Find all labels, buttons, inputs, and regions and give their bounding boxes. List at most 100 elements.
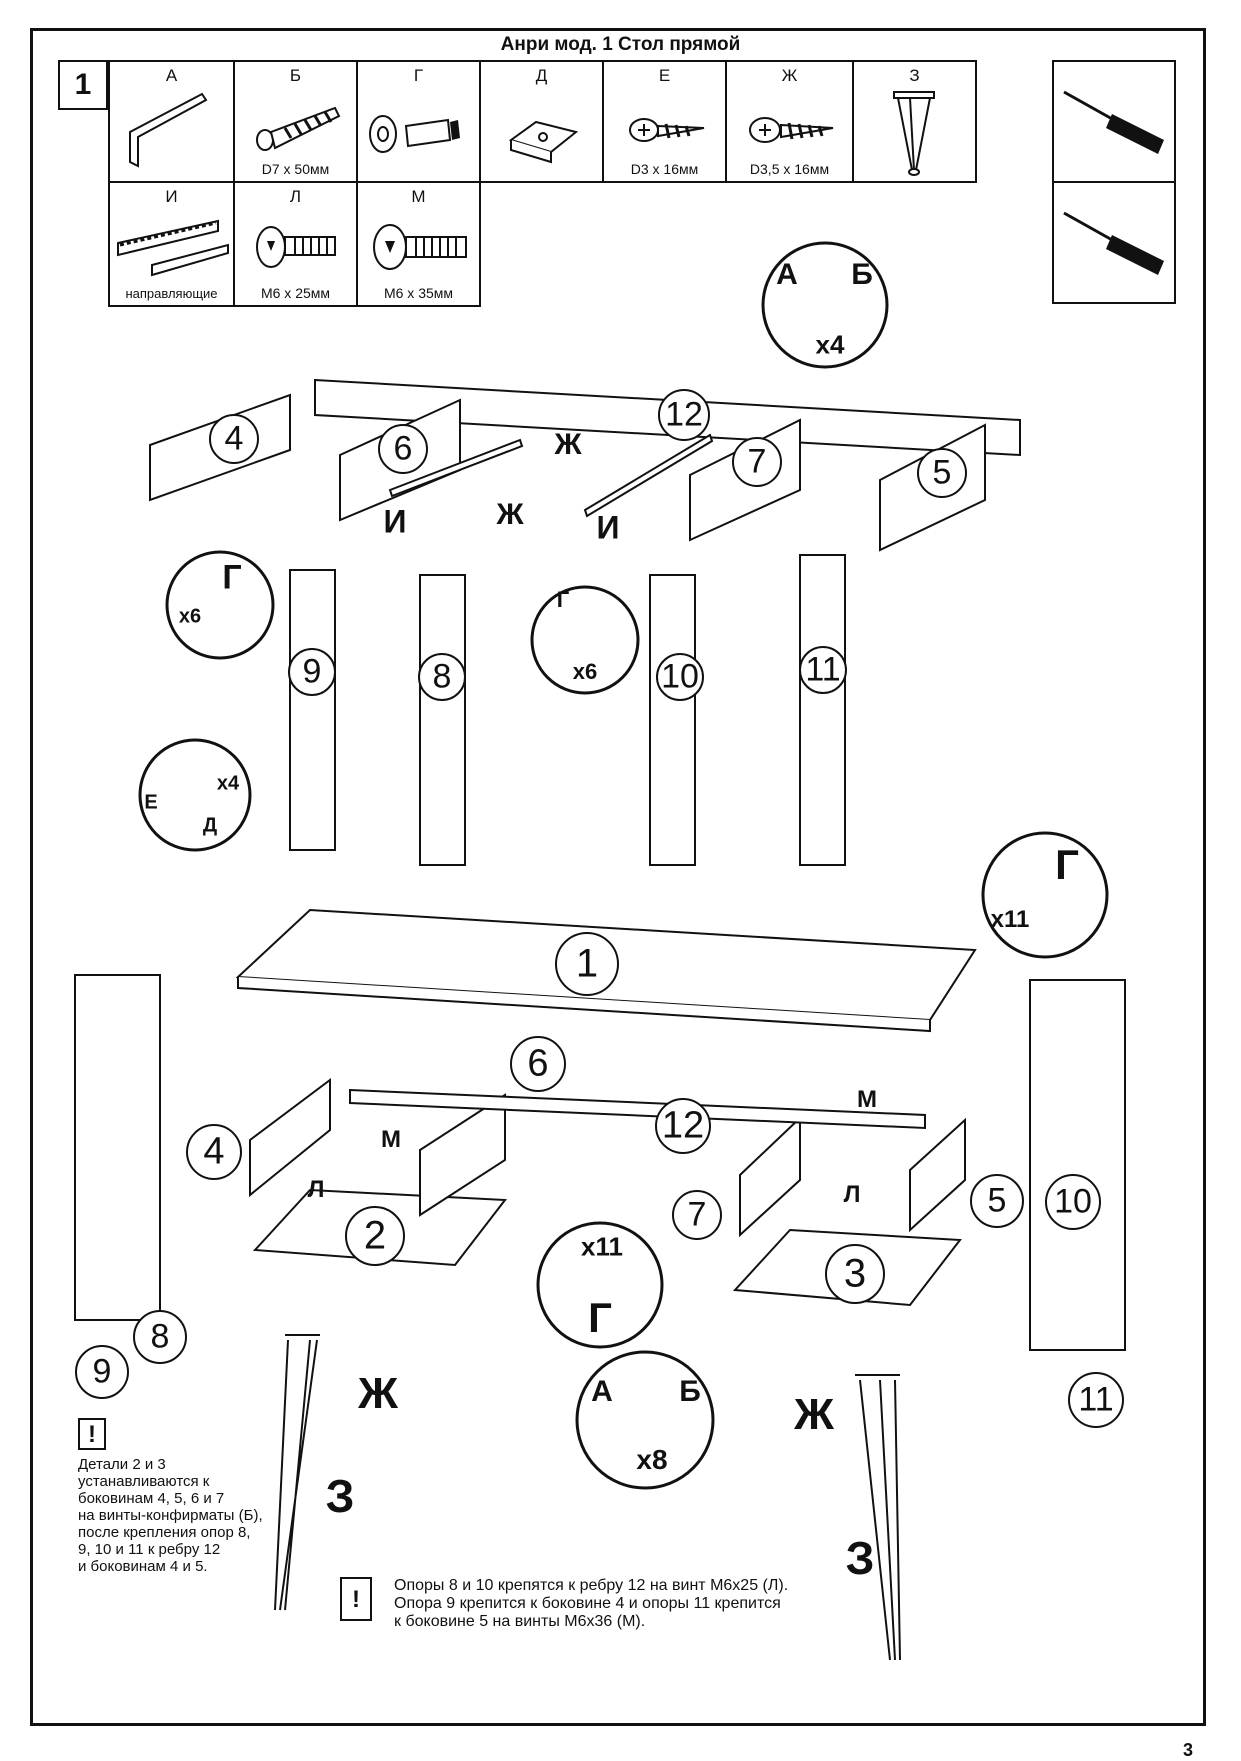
part-number-circle: 8 [133, 1310, 187, 1364]
part-letter: Г [413, 66, 424, 85]
part-number: 2 [363, 1213, 387, 1258]
part-number-circle: 1 [555, 932, 619, 996]
part-letter: Ж [781, 66, 798, 85]
part-number-circle: 7 [672, 1190, 722, 1240]
fastener-label: Ж [358, 1369, 398, 1418]
part-letter: Б [289, 66, 302, 85]
note-line: после крепления опор 8, [78, 1524, 251, 1541]
part-number-circle: 11 [1068, 1372, 1124, 1428]
part-cell-m: М M6 x 35мм [356, 181, 481, 307]
part-number-circle: 12 [655, 1098, 711, 1154]
callout-label-d: Д [202, 814, 218, 837]
warning-icon: ! [78, 1418, 106, 1450]
part-spec: D7 x 50мм [261, 161, 330, 177]
fastener-label: Ж [554, 428, 582, 461]
confirmat-screw-icon [256, 106, 341, 151]
page-title: Анри мод. 1 Стол прямой [500, 34, 741, 55]
screwdriver-cross-icon [1063, 90, 1164, 154]
note-line: на винты-конфирматы (Б), [78, 1507, 263, 1524]
part-number-circle: 5 [970, 1174, 1024, 1228]
callout-qty: x4 [216, 772, 240, 795]
part-cell-zh: Ж D3,5 x 16мм [725, 60, 854, 183]
part-number-circle: 9 [288, 648, 336, 696]
eccentric-connector-icon [369, 115, 460, 153]
part-spec: D3 x 16мм [630, 161, 699, 177]
part-number-circle: 4 [209, 414, 259, 464]
callout-label-a: А [776, 258, 798, 291]
part-number-circle: 4 [186, 1124, 242, 1180]
fastener-label: М [857, 1086, 877, 1113]
bolt-m6x35-icon [373, 224, 467, 270]
note-left: Детали 2 и 3 устанавливаются к боковинам… [78, 1456, 288, 1575]
part-number-circle: 7 [732, 437, 782, 487]
callout-qty: x11 [581, 1231, 623, 1262]
corner-bracket-icon [508, 120, 579, 164]
note-line: к боковине 5 на винты M6x36 (М). [394, 1613, 646, 1630]
part-number: 9 [302, 652, 322, 691]
part-letter: З [909, 66, 920, 85]
fastener-label: И [383, 503, 407, 540]
part-number: 6 [527, 1042, 549, 1085]
part-number: 9 [92, 1352, 112, 1391]
screwdriver-flat-icon [1063, 211, 1164, 275]
part-letter: И [165, 187, 178, 206]
fastener-label: З [325, 1470, 355, 1522]
page-number: 3 [1182, 1740, 1193, 1760]
part-number: 5 [987, 1181, 1007, 1220]
warning-icon: ! [340, 1577, 372, 1621]
page-frame [30, 28, 1206, 1726]
callout-label-a: А [591, 1375, 613, 1408]
part-number: 4 [224, 419, 244, 458]
note-line: устанавливаются к [78, 1473, 210, 1490]
part-number: 10 [1054, 1182, 1092, 1221]
part-letter: Е [658, 66, 671, 85]
fastener-label: Ж [496, 498, 524, 531]
part-number: 8 [432, 657, 452, 696]
part-number-circle: 3 [825, 1244, 885, 1304]
callout-label-b: Б [851, 258, 873, 291]
hairpin-leg-icon [893, 91, 935, 176]
part-spec: M6 x 25мм [260, 285, 331, 301]
allen-key-icon [129, 92, 208, 168]
part-letter: Д [535, 66, 548, 85]
note-bottom: Опоры 8 и 10 крепятся к ребру 12 на винт… [394, 1577, 864, 1631]
part-cell-i: И направляющие [108, 181, 235, 307]
fastener-label: Л [307, 1176, 325, 1203]
part-number: 10 [661, 657, 699, 696]
part-number-circle: 11 [799, 646, 847, 694]
note-line: боковинам 4, 5, 6 и 7 [78, 1490, 225, 1507]
part-number: 8 [150, 1317, 170, 1356]
fastener-label: Ж [794, 1390, 834, 1439]
note-line: Детали 2 и 3 [78, 1456, 166, 1473]
part-number-circle: 10 [1045, 1174, 1101, 1230]
part-number-circle: 12 [658, 389, 710, 441]
note-line: Опоры 8 и 10 крепятся к ребру 12 на винт… [394, 1577, 789, 1594]
part-number: 1 [575, 941, 599, 986]
callout-label-g: Г [1055, 841, 1079, 888]
fastener-label: З [845, 1532, 875, 1584]
part-number-circle: 6 [510, 1036, 566, 1092]
fastener-label: Л [843, 1181, 861, 1208]
step-number: 1 [58, 60, 108, 110]
part-number: 11 [805, 650, 841, 689]
part-number-circle: 8 [418, 653, 466, 701]
tool-cell-2 [1052, 181, 1176, 304]
part-number-circle: 10 [656, 653, 704, 701]
note-line: и боковинам 4 и 5. [78, 1558, 208, 1575]
callout-label-g: Г [222, 558, 242, 597]
wood-screw-large-icon [749, 117, 834, 143]
note-line: 9, 10 и 11 к ребру 12 [78, 1541, 221, 1558]
drawer-runner-icon [117, 219, 229, 277]
part-letter: М [411, 187, 426, 206]
part-number: 11 [1078, 1380, 1114, 1419]
callout-label-g: Г [556, 587, 570, 612]
part-number: 6 [393, 429, 413, 468]
part-spec: направляющие [125, 286, 218, 301]
part-number-circle: 9 [75, 1345, 129, 1399]
part-number: 7 [687, 1195, 707, 1234]
callout-qty: x6 [178, 605, 202, 628]
callout-label-g: Г [588, 1294, 612, 1341]
part-number: 3 [843, 1251, 867, 1296]
part-number: 5 [932, 453, 952, 492]
part-cell-z: З [852, 60, 977, 183]
